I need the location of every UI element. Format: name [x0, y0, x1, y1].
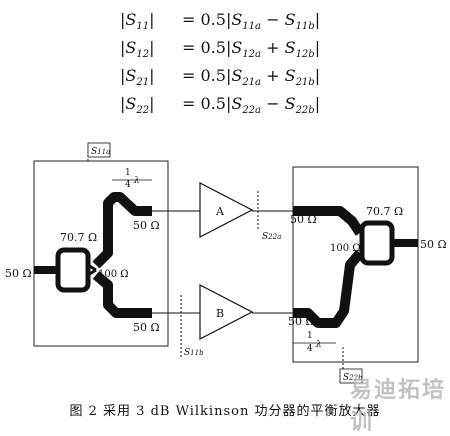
- eq-term2: S: [284, 66, 296, 85]
- s22b-label: S22b: [343, 373, 363, 383]
- eq-term1-subscript: 11a: [242, 21, 261, 33]
- eq-term2: S: [284, 94, 296, 113]
- eq-lhs-subscript: 22: [136, 105, 150, 117]
- left-out-top-label: 50 Ω: [133, 219, 160, 232]
- eq-term2-subscript: 12b: [295, 49, 315, 61]
- eq-lhs-subscript: 12: [136, 49, 150, 61]
- svg-text:4: 4: [307, 344, 313, 354]
- amplifier-b: [199, 284, 254, 340]
- s11b-label: S11b: [184, 348, 204, 358]
- eq-term1: S: [231, 66, 243, 85]
- right-combiner-box: [292, 166, 419, 363]
- amplifier-a: [199, 182, 254, 238]
- eq-lhs-symbol: S: [125, 10, 137, 29]
- left-ring-label: 70.7 Ω: [60, 231, 97, 244]
- right-output-label: 50 Ω: [420, 238, 447, 251]
- right-ring: [359, 220, 395, 266]
- eq-term1: S: [231, 10, 243, 29]
- right-in-bot-label: 50 Ω: [288, 315, 315, 328]
- equation-block: |S11| = 0.5|S11a − S11b| |S12| = 0.5|S12…: [120, 6, 350, 118]
- left-input-label: 50 Ω: [5, 267, 32, 280]
- eq-coefficient: 0.5: [200, 10, 226, 29]
- left-ring: [55, 247, 91, 293]
- figure-caption: 图 2 采用 3 dB Wilkinson 功分器的平衡放大器: [69, 404, 381, 419]
- eq-lhs-symbol: S: [125, 38, 137, 57]
- eq-operator: −: [266, 94, 280, 113]
- svg-text:1: 1: [307, 331, 313, 341]
- s11a-label: S11a: [91, 147, 110, 157]
- svg-text:4: 4: [125, 180, 131, 190]
- eq-term2: S: [284, 10, 296, 29]
- left-divider-box: [33, 160, 169, 347]
- eq-term2-subscript: 22b: [295, 105, 315, 117]
- eq-lhs-subscript: 21: [136, 77, 150, 89]
- eq-coefficient: 0.5: [200, 66, 226, 85]
- eq-coefficient: 0.5: [200, 38, 226, 57]
- svg-text:1: 1: [125, 168, 131, 178]
- right-lower-arm: [293, 249, 364, 328]
- right-resistor-label: 100 Ω: [330, 243, 361, 254]
- eq-lhs-symbol: S: [125, 66, 137, 85]
- right-ring-label: 70.7 Ω: [366, 205, 403, 218]
- s22a-label: S22a: [262, 232, 281, 242]
- left-resistor-label: 100 Ω: [98, 269, 129, 280]
- eq-term1: S: [231, 38, 243, 57]
- right-in-top-label: 50 Ω: [290, 213, 317, 226]
- eq-operator: +: [266, 38, 280, 57]
- eq-term2-subscript: 21b: [295, 77, 315, 89]
- left-upper-arm: [92, 192, 152, 269]
- watermark: 易迪拓培训: [350, 378, 447, 435]
- amp-b-label: B: [216, 307, 224, 320]
- eq-term2: S: [284, 38, 296, 57]
- left-lower-arm: [92, 271, 152, 318]
- eq-lhs-symbol: S: [125, 94, 137, 113]
- right-upper-arm: [293, 206, 365, 236]
- amp-a-label: A: [215, 205, 225, 218]
- eq-term1-subscript: 12a: [242, 49, 261, 61]
- equation-s11: |S11| = 0.5|S11a − S11b|: [120, 10, 321, 33]
- balanced-amplifier-figure: 70.7 Ω 100 Ω 50 Ω 50 Ω 50 Ω S11a 1 4 λ A…: [5, 142, 447, 384]
- eq-operator: +: [266, 66, 280, 85]
- eq-term2-subscript: 11b: [295, 21, 315, 33]
- equation-s21: |S21| = 0.5|S21a + S21b|: [120, 66, 321, 89]
- svg-text:λ: λ: [315, 340, 322, 350]
- eq-operator: −: [266, 10, 280, 29]
- svg-text:λ: λ: [133, 176, 140, 186]
- eq-term1: S: [231, 94, 243, 113]
- left-out-bot-label: 50 Ω: [133, 321, 160, 334]
- eq-lhs-subscript: 11: [136, 21, 150, 33]
- equation-s22: |S22| = 0.5|S22a − S22b|: [120, 94, 321, 117]
- eq-term1-subscript: 22a: [242, 105, 261, 117]
- eq-term1-subscript: 21a: [242, 77, 261, 89]
- eq-coefficient: 0.5: [200, 94, 226, 113]
- equation-s12: |S12| = 0.5|S12a + S12b|: [120, 38, 321, 61]
